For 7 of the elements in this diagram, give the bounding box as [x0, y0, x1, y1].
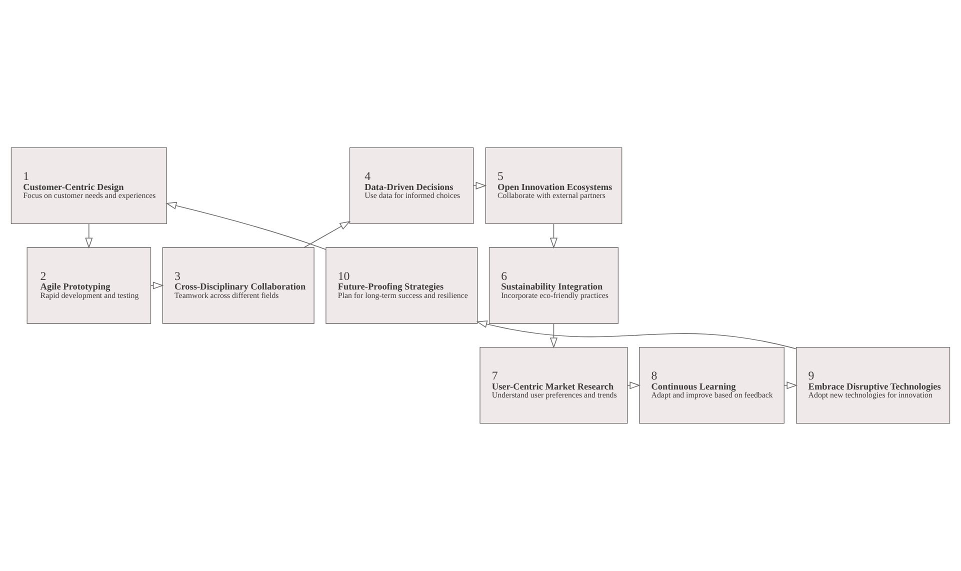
arrow — [304, 221, 351, 248]
arrow — [85, 223, 93, 249]
arrow — [550, 323, 558, 348]
arrow — [476, 320, 797, 350]
arrow — [150, 282, 164, 290]
arrow — [166, 202, 326, 250]
arrow — [550, 223, 558, 249]
